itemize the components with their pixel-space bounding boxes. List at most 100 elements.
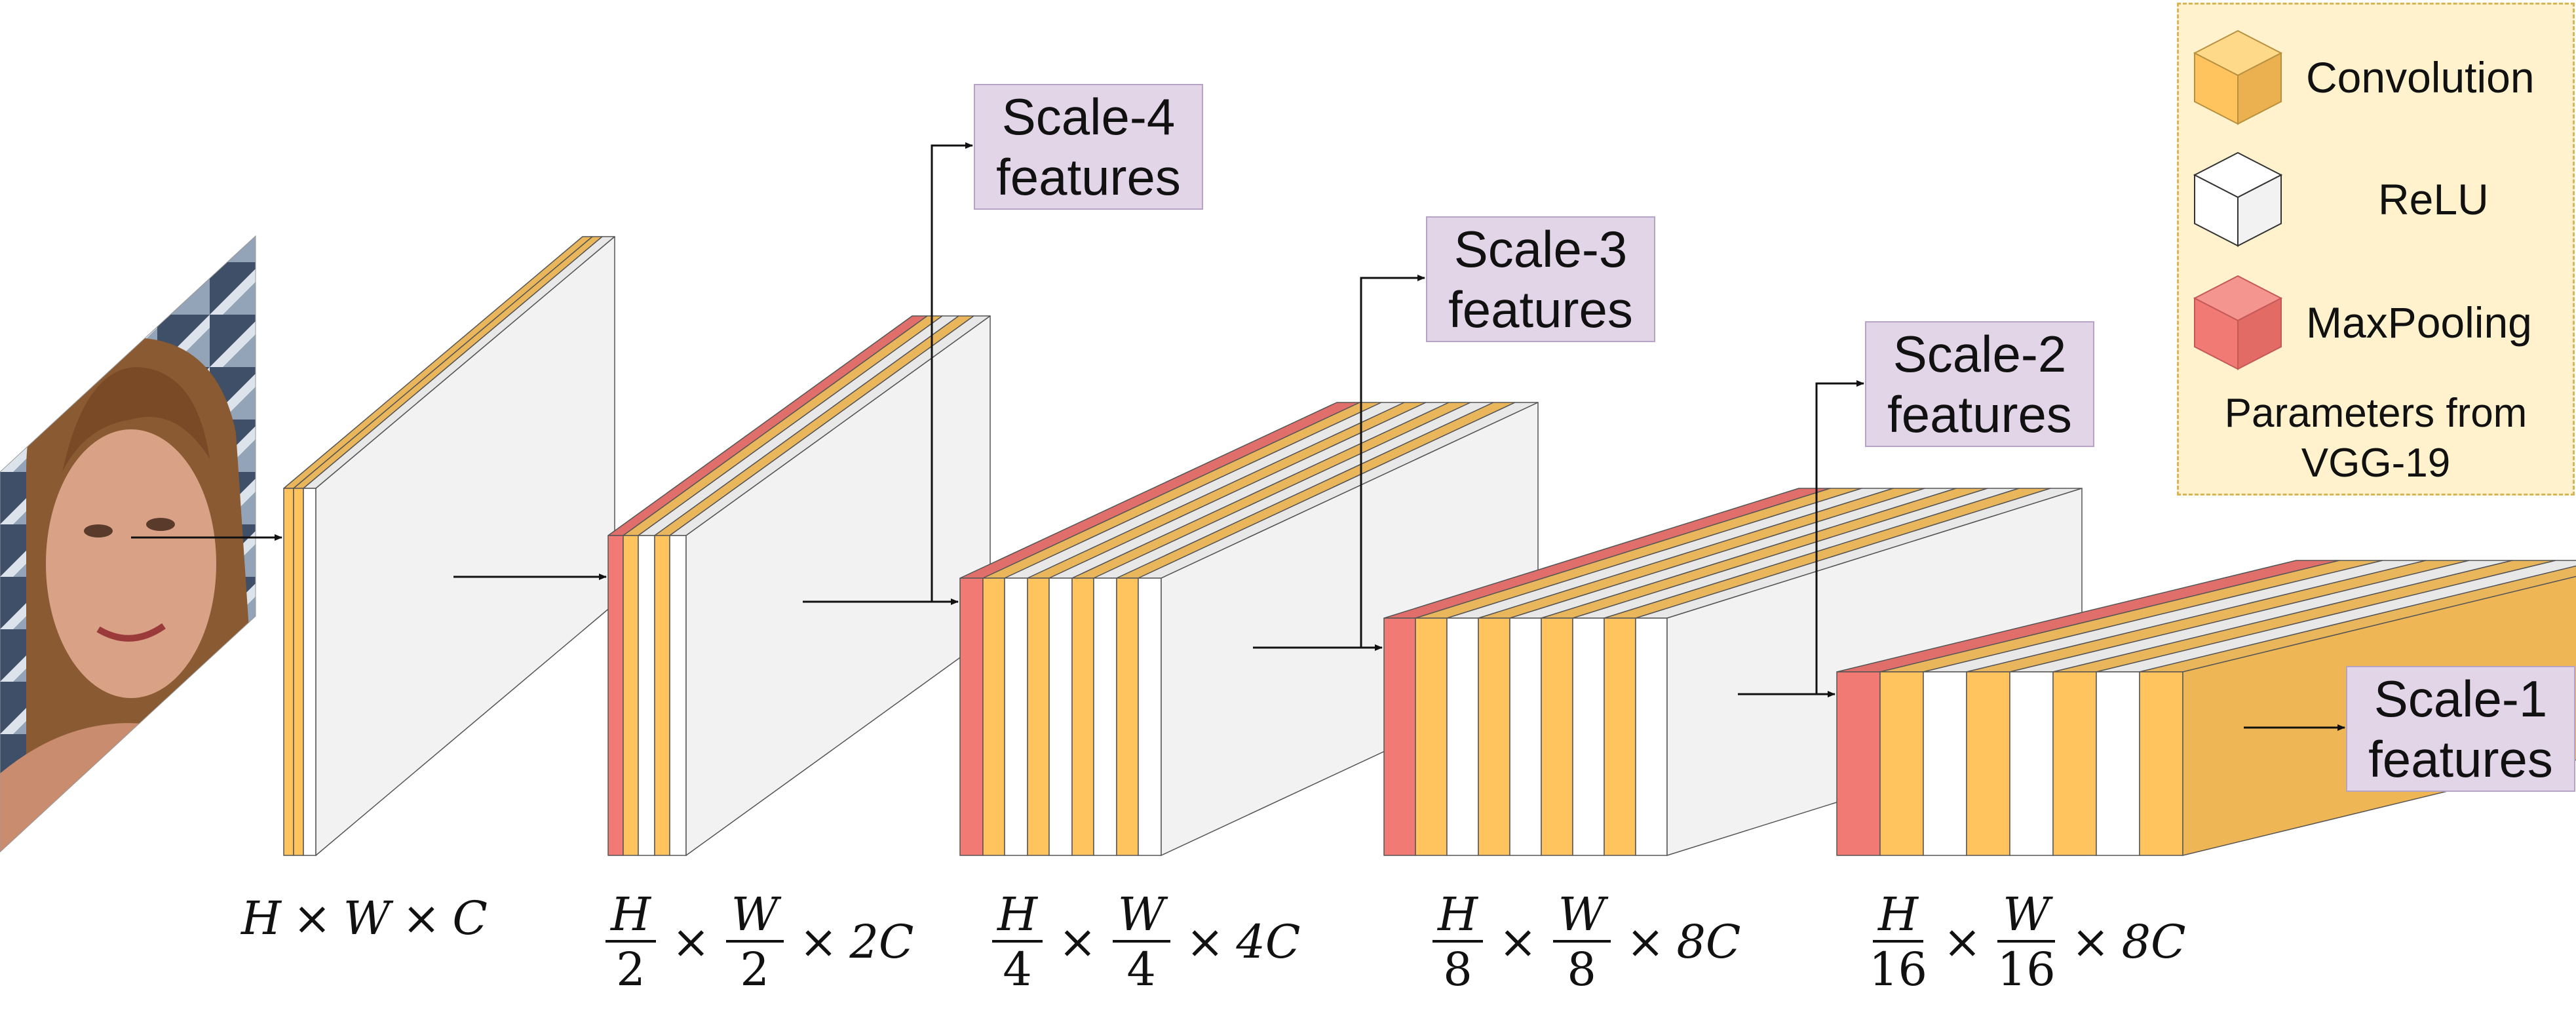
layer-front-6	[2052, 671, 2097, 856]
times-symbol: ×	[672, 915, 710, 969]
legend-label-convolution: Convolution	[2306, 53, 2535, 102]
layer-front-2	[293, 488, 304, 856]
red-cube-icon	[2193, 275, 2283, 370]
scale-1-label: Scale-1	[2374, 669, 2548, 728]
layer-front-4	[1478, 617, 1510, 856]
times-symbol: ×	[799, 915, 838, 969]
layer-front-1	[1836, 671, 1881, 856]
blocks-layer	[283, 236, 2576, 856]
arrow-to-scale-2	[1815, 380, 1864, 694]
scale-3-features-box: Scale-3 features	[1426, 216, 1655, 342]
layer-front-8	[2139, 671, 2183, 856]
scale-4-label: Scale-4	[1001, 87, 1176, 146]
scale-3-label: Scale-3	[1453, 220, 1628, 278]
layer-front-6	[1541, 617, 1573, 856]
layer-front-4	[1966, 671, 2010, 856]
layer-front-9	[1138, 577, 1162, 856]
times-symbol: ×	[1943, 915, 1982, 969]
h-denominator: 2	[616, 943, 645, 996]
h-denominator: 4	[1003, 943, 1032, 996]
times-symbol: ×	[402, 891, 441, 945]
legend: Convolution ReLU MaxPooling Parameters f…	[2177, 3, 2575, 496]
layer-front-1	[283, 488, 294, 856]
layer-front-1	[1383, 617, 1416, 856]
layer-front-2	[1879, 671, 1924, 856]
h-numerator: H	[992, 891, 1043, 943]
feature-block-2	[607, 315, 991, 856]
w-denominator: 4	[1126, 943, 1156, 996]
dim-c: 8C	[1676, 915, 1741, 969]
white-cube-icon	[2193, 151, 2283, 247]
layer-front-3	[303, 488, 317, 856]
layer-front-9	[1635, 617, 1668, 856]
layer-front-5	[2009, 671, 2054, 856]
dims-block-1: H × W × C	[241, 891, 488, 945]
feature-block-1	[283, 236, 615, 856]
legend-item-maxpooling: MaxPooling	[2192, 273, 2532, 372]
block-side-face	[315, 236, 615, 856]
h-numerator: H	[1432, 891, 1484, 943]
h-denominator: 8	[1443, 943, 1472, 996]
layer-front-3	[1004, 577, 1028, 856]
dim-c: 8C	[2121, 915, 2186, 969]
times-symbol: ×	[2071, 915, 2110, 969]
input-image	[0, 235, 256, 853]
w-numerator: W	[725, 891, 784, 943]
legend-item-convolution: Convolution	[2192, 28, 2535, 127]
layer-front-3	[638, 535, 655, 856]
scale-4-features-word: features	[996, 148, 1181, 206]
times-symbol: ×	[1499, 915, 1537, 969]
scale-4-features-box: Scale-4 features	[974, 84, 1203, 210]
arrows-layer	[131, 142, 2345, 731]
layer-front-8	[1116, 577, 1139, 856]
legend-label-maxpooling: MaxPooling	[2306, 298, 2532, 347]
dim-w: W	[343, 891, 391, 945]
times-symbol: ×	[1626, 915, 1665, 969]
layer-front-5	[1048, 577, 1073, 856]
layer-front-4	[654, 535, 670, 856]
scale-2-label: Scale-2	[1893, 324, 2067, 383]
layer-front-5	[1509, 617, 1542, 856]
w-numerator: W	[1552, 891, 1611, 943]
times-symbol: ×	[1058, 915, 1097, 969]
dim-h: H	[241, 891, 282, 945]
w-numerator: W	[1997, 891, 2056, 943]
layer-front-2	[1415, 617, 1448, 856]
layer-front-7	[2096, 671, 2140, 856]
w-denominator: 8	[1567, 943, 1596, 996]
w-denominator: 2	[740, 943, 769, 996]
layer-front-6	[1071, 577, 1094, 856]
legend-note-line2: VGG-19	[2301, 440, 2451, 486]
layer-front-3	[1446, 617, 1479, 856]
layer-front-7	[1572, 617, 1605, 856]
layer-front-1	[959, 577, 984, 856]
scale-3-features-word: features	[1448, 281, 1633, 338]
scale-2-features-box: Scale-2 features	[1865, 321, 2094, 447]
feature-block-3	[959, 402, 1539, 856]
times-symbol: ×	[1185, 915, 1225, 969]
feature-block-5	[1836, 560, 2576, 856]
times-symbol: ×	[293, 891, 332, 945]
h-numerator: H	[1873, 891, 1924, 943]
layer-front-2	[982, 577, 1005, 856]
h-numerator: H	[606, 891, 657, 943]
legend-item-relu: ReLU	[2192, 150, 2489, 248]
scale-1-features-word: features	[2368, 730, 2553, 788]
layer-front-1	[607, 535, 624, 856]
dim-c: C	[452, 891, 488, 945]
scale-2-features-word: features	[1887, 385, 2072, 443]
scale-1-features-box: Scale-1 features	[2346, 666, 2575, 792]
legend-note: Parameters from VGG-19	[2179, 389, 2573, 488]
layer-front-7	[1093, 577, 1117, 856]
layer-front-3	[1923, 671, 1967, 856]
